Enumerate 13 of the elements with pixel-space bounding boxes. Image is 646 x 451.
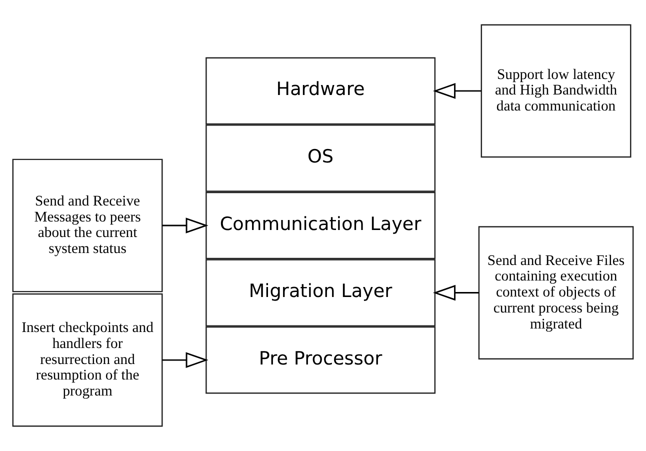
node-box: Pre Processor (206, 326, 436, 394)
arrow (162, 352, 208, 368)
node-box: Communication Layer (206, 192, 436, 260)
arrow (162, 218, 208, 234)
node-box: Hardware (206, 57, 436, 125)
node-box: Send and Receive Files containing execution context of objects of current process being migrated (478, 226, 634, 360)
node-box: Insert checkpoints and handlers for resurrection and resumption of the program (12, 293, 163, 427)
node-box: OS (206, 124, 436, 192)
node-box: Send and Receive Messages to peers about the current system status (12, 158, 163, 292)
arrow (433, 284, 479, 301)
node-box: Migration Layer (206, 259, 436, 326)
node-box: Support low latency and High Bandwidth data communication (480, 24, 632, 158)
arrow (433, 83, 482, 99)
